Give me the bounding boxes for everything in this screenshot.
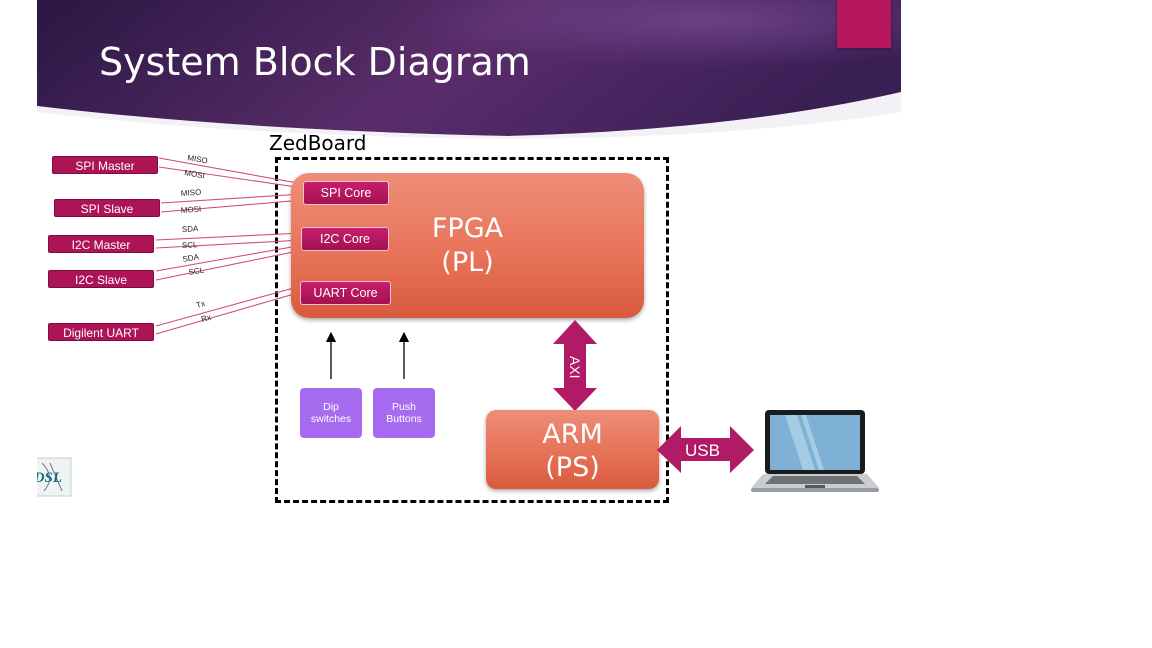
wire-spi-slave-miso xyxy=(160,193,304,204)
spi-core: SPI Core xyxy=(303,181,389,205)
input-arrows xyxy=(325,331,410,379)
signal-label-miso: MISO xyxy=(187,153,209,165)
dip-switches-block: Dip switches xyxy=(300,388,362,438)
device-digilent-uart: Digilent UART xyxy=(48,323,154,341)
signal-label-tx: Tx xyxy=(195,299,206,310)
axi-label: AXI xyxy=(567,355,583,379)
wire-uart-rx xyxy=(155,291,302,335)
signal-label-sda: SDA xyxy=(182,224,200,234)
wire-i2c-master-scl xyxy=(155,239,304,249)
wire-spi-slave-mosi xyxy=(160,199,304,213)
push-buttons-block: Push Buttons xyxy=(373,388,435,438)
wire-spi-master-mosi xyxy=(158,166,304,189)
signal-label-mosi: MOSI xyxy=(184,168,206,180)
signal-label-miso: MISO xyxy=(181,188,202,198)
slide: System Block Diagram ZedBoard MISO MOSI … xyxy=(37,0,901,506)
usb-arrow xyxy=(657,426,754,473)
fpga-label: FPGA (PL) xyxy=(431,213,504,278)
i2c-core: I2C Core xyxy=(301,227,389,251)
signal-label-sda: SDA xyxy=(182,252,200,264)
device-i2c-slave: I2C Slave xyxy=(48,270,154,288)
arm-block xyxy=(486,410,659,489)
signal-label-rx: Rx xyxy=(200,313,212,324)
slide-title: System Block Diagram xyxy=(99,40,531,84)
hs-dsl-logo: HS DSL xyxy=(37,457,72,497)
board-label: ZedBoard xyxy=(269,131,367,155)
wire-i2c-master-sda xyxy=(155,232,304,241)
device-i2c-master: I2C Master xyxy=(48,235,154,253)
laptop-icon xyxy=(751,410,879,492)
arm-label: ARM (PS) xyxy=(542,419,603,483)
signal-label-scl: SCL xyxy=(182,240,199,250)
signal-label-scl: SCL xyxy=(188,265,205,277)
wire-spi-master-miso xyxy=(158,157,304,185)
wire-i2c-slave-scl xyxy=(155,249,304,281)
signal-wires: MISO MOSI MISO MOSI SDA SCL SDA SCL Tx R… xyxy=(155,153,304,335)
svg-text:HS DSL: HS DSL xyxy=(37,470,62,486)
wire-uart-tx xyxy=(155,285,302,327)
accent-square xyxy=(837,0,891,48)
header-banner xyxy=(37,0,901,139)
usb-label: USB xyxy=(685,441,720,460)
uart-core: UART Core xyxy=(300,281,391,305)
zedboard-boundary xyxy=(275,157,669,503)
device-spi-slave: SPI Slave xyxy=(54,199,160,217)
wire-i2c-slave-sda xyxy=(155,244,304,272)
signal-label-mosi: MOSI xyxy=(181,205,202,215)
axi-arrow xyxy=(553,320,597,411)
device-spi-master: SPI Master xyxy=(52,156,158,174)
